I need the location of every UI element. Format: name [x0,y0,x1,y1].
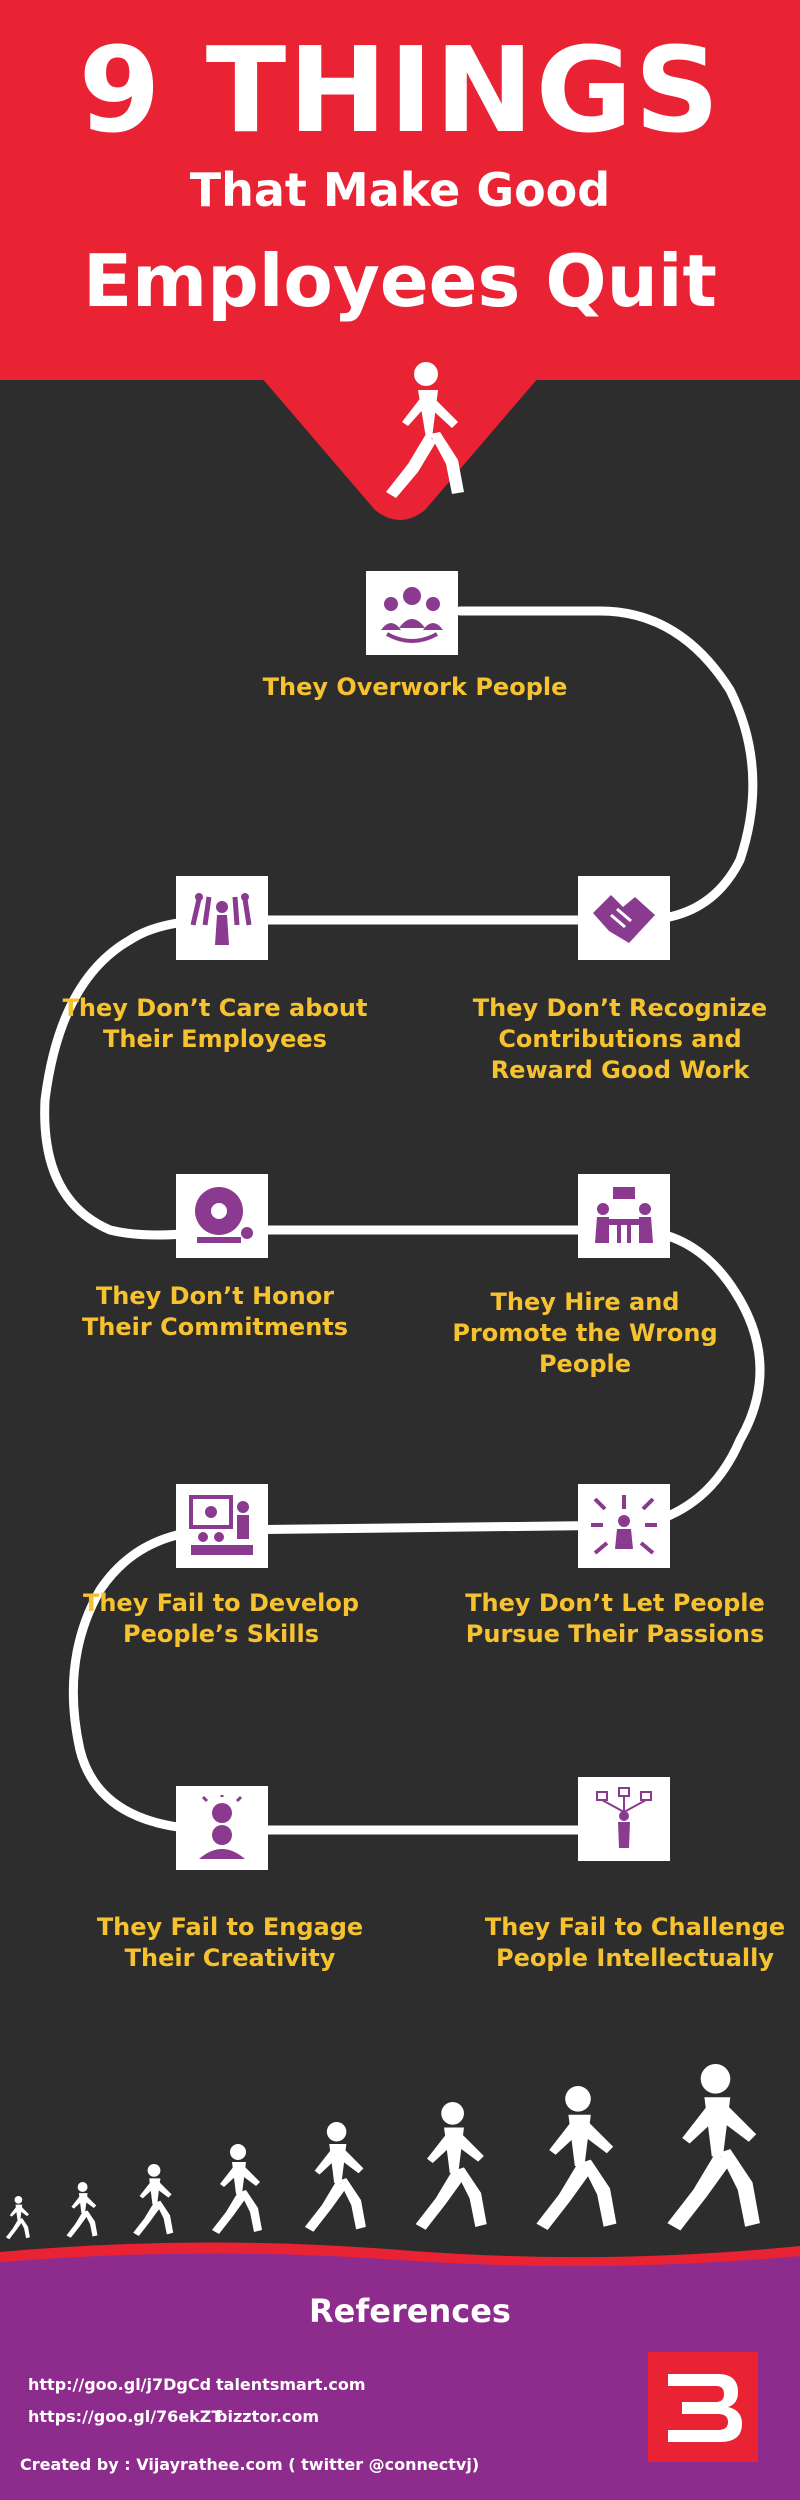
team-group-icon [366,571,458,655]
item-label-skills: They Fail to Develop People’s Skills [82,1589,360,1648]
handshake-icon [578,876,670,960]
credit-line: Created by : Vijayrathee.com ( twitter @… [20,2455,480,2474]
title-main: 9 THINGS [78,21,722,159]
title-emphasis: Employees Quit [83,239,717,323]
alarm-bell-icon [176,1174,268,1258]
b-logo-icon [648,2352,758,2462]
footer-banner [0,2242,800,2500]
item-label-creativity: They Fail to Engage Their Creativity [96,1913,364,1972]
person-arrows-icon [578,1484,670,1568]
meeting-table-icon [578,1174,670,1258]
winding-path [40,606,765,1835]
reference-site-1[interactable]: talentsmart.com [216,2375,366,2394]
reference-link-2[interactable]: https://goo.gl/76ekZT [28,2407,223,2426]
reference-link-1[interactable]: http://goo.gl/j7DgCd [28,2375,212,2394]
header-banner [0,0,800,380]
header-chevron [255,370,545,520]
item-label-passions: They Don’t Let People Pursue Their Passi… [465,1589,765,1648]
walking-person-icon [386,362,464,498]
connected-person-icon [578,1777,670,1861]
walking-people-row [5,2064,760,2240]
cheering-crowd-icon [176,876,268,960]
item-label-care: They Don’t Care about Their Employees [62,994,368,1053]
item-label-commitments: They Don’t Honor Their Commitments [81,1282,349,1341]
lightbulb-head-icon [176,1786,268,1870]
references-title: References [309,2292,511,2330]
item-label-overwork: They Overwork People [262,673,568,701]
presentation-icon [176,1484,268,1568]
title-sub: That Make Good [189,163,611,217]
reference-site-2[interactable]: bizztor.com [216,2407,320,2426]
item-label-recognize: They Don’t Recognize Contributions and R… [472,994,768,1084]
item-label-hire: They Hire and Promote the Wrong People [452,1288,718,1378]
item-label-challenge: They Fail to Challenge People Intellectu… [484,1913,786,1972]
